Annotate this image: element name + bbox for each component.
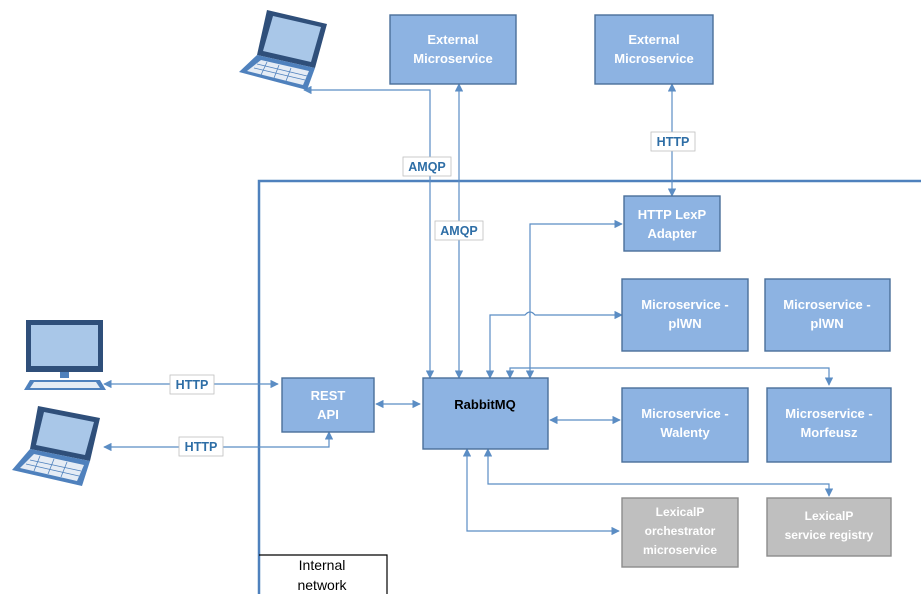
laptop-icon (239, 10, 327, 90)
microservice-walenty-box: Microservice - Walenty (621, 387, 749, 463)
svg-text:Morfeusz: Morfeusz (800, 425, 858, 440)
svg-text:HTTP: HTTP (657, 135, 690, 149)
svg-text:HTTP: HTTP (185, 440, 218, 454)
svg-text:External: External (427, 32, 478, 47)
svg-text:REST: REST (311, 388, 346, 403)
svg-text:API: API (317, 407, 339, 422)
connector-adapter-rabbitmq (525, 219, 623, 379)
http-lexp-adapter-box: HTTP LexP Adapter (623, 195, 721, 252)
rest-api-box: REST API (281, 377, 375, 433)
connector-rabbitmq-registry (483, 448, 834, 497)
svg-text:HTTP LexP: HTTP LexP (638, 207, 707, 222)
label-http-laptop: HTTP (178, 436, 224, 457)
svg-text:Walenty: Walenty (660, 425, 710, 440)
internal-network-line1: Internal (299, 557, 346, 573)
connector-laptop-top-rabbitmq (303, 85, 435, 379)
svg-text:Microservice: Microservice (413, 51, 493, 66)
internal-network-line2: network (297, 577, 347, 593)
label-http-external: HTTP (650, 131, 696, 152)
label-http-desktop: HTTP (169, 374, 215, 395)
external-microservice-2-box: External Microservice (594, 14, 714, 85)
svg-text:External: External (628, 32, 679, 47)
svg-text:service registry: service registry (785, 528, 874, 542)
lexicalp-service-registry-box: LexicalP service registry (766, 497, 892, 557)
svg-text:Adapter: Adapter (647, 226, 696, 241)
svg-text:LexicalP: LexicalP (656, 505, 705, 519)
svg-text:orchestrator: orchestrator (645, 524, 716, 538)
svg-text:microservice: microservice (643, 543, 717, 557)
svg-text:plWN: plWN (668, 316, 701, 331)
svg-text:HTTP: HTTP (176, 378, 209, 392)
svg-text:Microservice: Microservice (614, 51, 694, 66)
connector-plwn-rabbitmq (485, 310, 623, 379)
svg-text:Microservice -: Microservice - (641, 406, 728, 421)
microservice-plwn-2-box: Microservice - plWN (764, 278, 891, 352)
connector-rabbitmq-orchestrator (462, 448, 620, 536)
svg-text:LexicalP: LexicalP (805, 509, 854, 523)
internal-network-label: Internal network (259, 554, 388, 594)
lexicalp-orchestrator-box: LexicalP orchestrator microservice (621, 497, 739, 568)
svg-text:RabbitMQ: RabbitMQ (454, 397, 515, 412)
svg-text:Microservice -: Microservice - (641, 297, 728, 312)
rabbitmq-box: RabbitMQ (422, 377, 549, 450)
microservice-morfeusz-box: Microservice - Morfeusz (766, 387, 892, 463)
svg-text:AMQP: AMQP (440, 224, 478, 238)
external-microservice-1-box: External Microservice (389, 14, 517, 85)
microservice-plwn-1-box: Microservice - plWN (621, 278, 749, 352)
svg-text:plWN: plWN (810, 316, 843, 331)
label-amqp-upper: AMQP (402, 156, 452, 177)
desktop-icon (24, 320, 106, 390)
label-amqp-lower: AMQP (434, 220, 484, 241)
svg-text:Microservice -: Microservice - (783, 297, 870, 312)
laptop-icon (12, 406, 100, 486)
svg-text:Microservice -: Microservice - (785, 406, 872, 421)
svg-text:AMQP: AMQP (408, 160, 446, 174)
internal-network-boundary (257, 179, 921, 594)
connector-rabbitmq-morfeusz (505, 367, 834, 386)
